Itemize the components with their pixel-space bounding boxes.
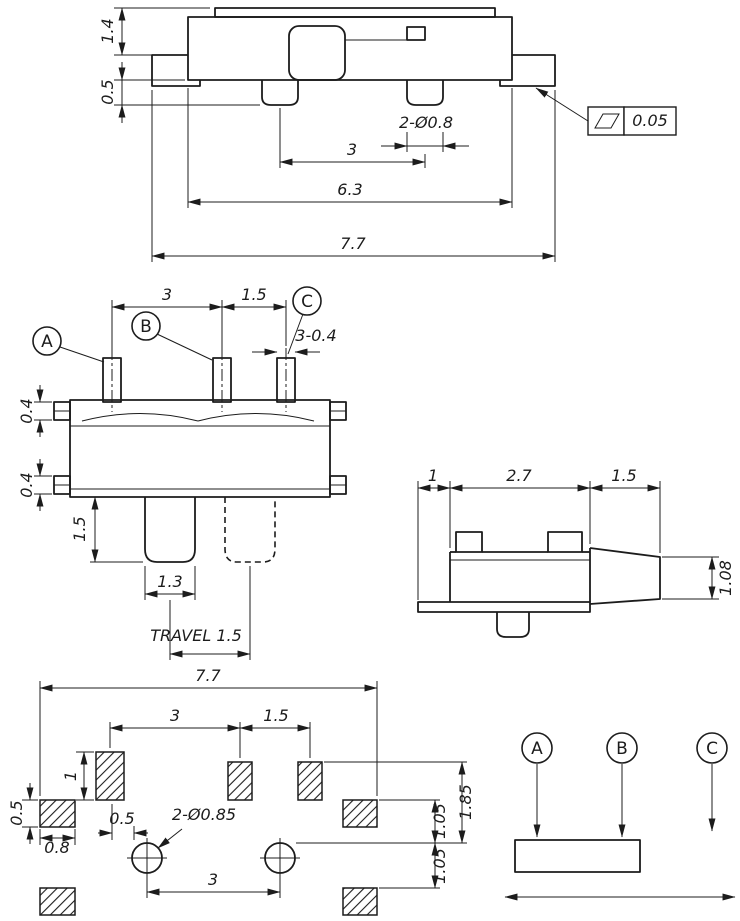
flatness-tolerance-callout: 0.05: [535, 87, 677, 136]
dim-edge-to-hole-label: 1.85: [456, 784, 475, 820]
right-foot: [499, 54, 556, 87]
dim-pad-pitch-bc-label: 1.5: [263, 706, 288, 725]
dim-tab-upper-label: 0.4: [17, 398, 36, 423]
dim-knob-height-side-label: 1.08: [716, 560, 735, 596]
cover-post-left: [455, 531, 483, 553]
switch-housing: [69, 399, 331, 498]
footprint-view: 7.7 3 1.5 1 0.5 0.8: [7, 666, 475, 916]
dim-base-overhang-label: 1: [428, 466, 438, 485]
schematic-balloon-a: [521, 732, 553, 764]
dim-pitch-ab-label: 3: [162, 285, 172, 304]
left-foot: [151, 54, 201, 87]
pad-c: [297, 761, 323, 801]
dim-pad-a-height-label: 1: [61, 771, 80, 781]
dim-hole-pitch-label: 3: [208, 870, 218, 889]
dim-hole-diameter-label: 2-Ø0.85: [172, 805, 236, 824]
front-body-outline: [53, 348, 347, 563]
end-view-outline: [417, 531, 661, 638]
pad-right-upper: [342, 799, 378, 828]
balloon-c-label: C: [301, 292, 313, 312]
dim-pin-protrusion-label: 0.5: [98, 79, 117, 104]
dim-pad-pitch-ab-label: 3: [170, 706, 180, 725]
dim-cover-height-label: 1.4: [98, 18, 117, 43]
dim-footprint-overall-label: 7.7: [195, 666, 221, 685]
front-view-dimensions: 3 1.5 3-0.4 0.4 0.4 1.5: [17, 285, 337, 660]
pad-b: [227, 761, 253, 801]
actuator-knob: [144, 497, 196, 563]
end-view: 1 2.7 1.5 1.08: [417, 466, 735, 638]
dim-knob-height-label: 1.5: [70, 516, 89, 541]
cover-plate: [214, 7, 496, 18]
terminal-balloons: A B C: [32, 286, 322, 363]
tolerance-frame-value-cell: [623, 106, 677, 136]
dim-tab-lower-label: 0.4: [17, 472, 36, 497]
tolerance-value-label: 0.05: [632, 111, 668, 130]
terminal-pin-2: [406, 80, 444, 106]
actuator-boss: [288, 25, 346, 81]
end-view-dimensions: 1 2.7 1.5 1.08: [417, 466, 735, 600]
schematic-a-label: A: [531, 739, 543, 759]
balloon-a-label: A: [41, 332, 53, 352]
footprint-pads: [39, 751, 378, 916]
terminal-pin-side: [496, 612, 530, 638]
circuit-schematic: A B C: [504, 732, 736, 901]
balloon-b-label: B: [140, 317, 152, 337]
balloon-a: [32, 326, 62, 356]
dim-hole-offset-upper-label: 1.05: [430, 803, 449, 839]
schematic-balloon-b: [606, 732, 638, 764]
dim-knob-length-label: 1.5: [611, 466, 636, 485]
dim-pad-hole-offset-label: 0.5: [109, 809, 134, 828]
dim-overall-width-label: 7.7: [340, 234, 366, 253]
footprint-dimensions: 7.7 3 1.5 1 0.5 0.8: [7, 666, 475, 898]
dim-side-pad-height-label: 0.5: [7, 800, 26, 825]
terminal-pin-1: [261, 80, 299, 106]
base-plate: [417, 601, 591, 613]
actuator-knob-side: [589, 547, 661, 605]
travel-label: TRAVEL 1.5: [150, 626, 242, 645]
switch-body-side-outline: [151, 7, 556, 106]
front-view: A B C: [17, 285, 347, 660]
side-elevation-dimensions: 1.4 0.5 2-Ø0.8 3 6.3: [98, 7, 556, 262]
dim-knob-width-label: 1.3: [157, 572, 182, 591]
dim-terminal-width-label: 3-0.4: [295, 326, 336, 345]
schematic-c-label: C: [706, 739, 718, 759]
dim-pin-pitch-label: 3: [347, 140, 357, 159]
balloon-b: [131, 311, 161, 341]
balloon-c: [292, 286, 322, 316]
tolerance-frame-symbol-cell: [587, 106, 625, 136]
dim-body-width-label: 6.3: [337, 180, 362, 199]
dim-body-depth-label: 2.7: [506, 466, 532, 485]
pad-right-lower: [342, 887, 378, 916]
dim-pin-diameter-label: 2-Ø0.8: [399, 113, 453, 132]
switch-body: [187, 16, 513, 81]
pad-left-lower: [39, 887, 76, 916]
actuator-knob-alt-position: [224, 497, 276, 563]
cover-post-right: [547, 531, 583, 553]
cover-detail: [406, 26, 426, 41]
schematic-balloon-c: [696, 732, 728, 764]
parallelism-symbol-icon: [594, 113, 620, 129]
dim-hole-offset-lower-label: 1.05: [430, 848, 449, 884]
pad-a: [95, 751, 125, 801]
pad-left-upper: [39, 799, 76, 828]
dim-side-pad-width-label: 0.8: [44, 838, 69, 857]
side-elevation-view: 1.4 0.5 2-Ø0.8 3 6.3: [98, 7, 677, 262]
common-contact-bar: [514, 839, 641, 873]
dim-pitch-bc-label: 1.5: [241, 285, 266, 304]
schematic-b-label: B: [616, 739, 628, 759]
